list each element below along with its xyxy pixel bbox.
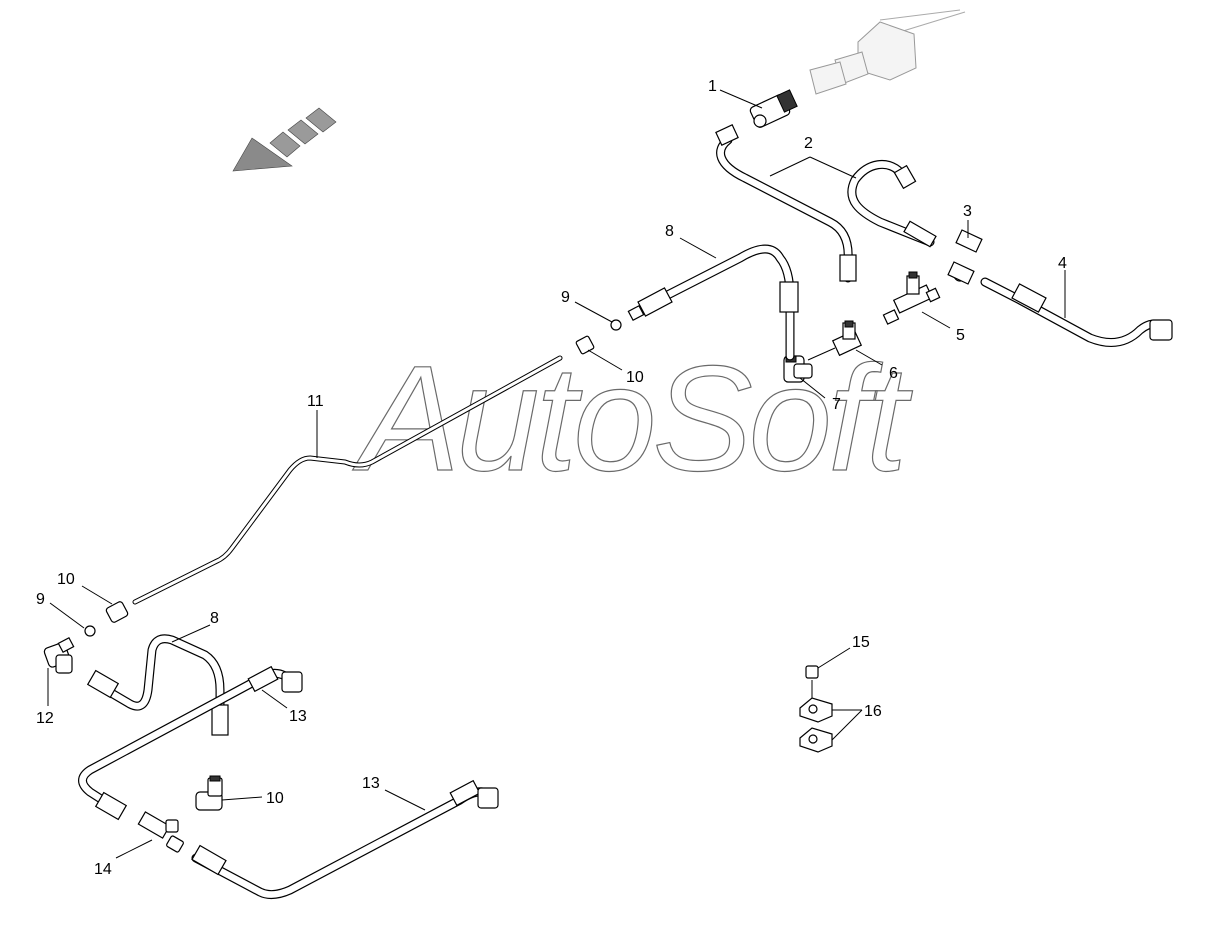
hose-8-lower <box>86 634 229 736</box>
callout-15: 15 <box>852 634 870 651</box>
callout-3: 3 <box>963 203 972 220</box>
callout-9-lower: 9 <box>36 591 45 608</box>
hose-13-upper <box>78 665 303 821</box>
direction-arrow-icon <box>232 107 337 172</box>
elbow-12 <box>43 636 75 674</box>
fitting-1 <box>715 89 798 146</box>
callout-7: 7 <box>832 396 841 413</box>
fittings-9-10-lower <box>84 601 129 637</box>
fitting-6 <box>807 320 863 361</box>
callout-5: 5 <box>956 327 965 344</box>
callout-10-lower: 10 <box>57 571 75 588</box>
callout-16: 16 <box>864 703 882 720</box>
callout-8-upper: 8 <box>665 223 674 240</box>
callout-9-upper: 9 <box>561 289 570 306</box>
watermark-text: AutoSoft <box>352 334 913 502</box>
valve-5 <box>882 271 941 325</box>
callout-12: 12 <box>36 710 54 727</box>
callout-2: 2 <box>804 135 813 152</box>
callout-10-upper: 10 <box>626 369 644 386</box>
elbow-10-lower <box>195 775 223 811</box>
callout-11: 11 <box>307 393 324 410</box>
callout-labels: 1 2 3 4 5 6 7 8 9 10 11 8 9 10 12 13 10 … <box>36 78 1067 878</box>
callout-10-elbow: 10 <box>266 790 284 807</box>
hose-13-lower <box>191 779 499 900</box>
pipe-11 <box>132 355 563 605</box>
callout-1: 1 <box>708 78 717 95</box>
machine-valve-ghost <box>809 9 966 95</box>
callout-4: 4 <box>1058 255 1067 272</box>
callout-13-lower: 13 <box>362 775 380 792</box>
hose-4 <box>980 277 1173 347</box>
hose-8-upper <box>627 244 799 361</box>
leader-lines <box>47 89 1066 859</box>
callout-6: 6 <box>889 365 898 382</box>
clamp-16-bolt-15 <box>799 665 833 753</box>
tee-14 <box>137 811 184 853</box>
callout-13-upper: 13 <box>289 708 307 725</box>
hose-2 <box>716 135 937 283</box>
callout-14: 14 <box>94 861 112 878</box>
callout-8-lower: 8 <box>210 610 219 627</box>
fitting-3 <box>947 229 983 285</box>
fittings-9-10-upper <box>575 319 622 355</box>
